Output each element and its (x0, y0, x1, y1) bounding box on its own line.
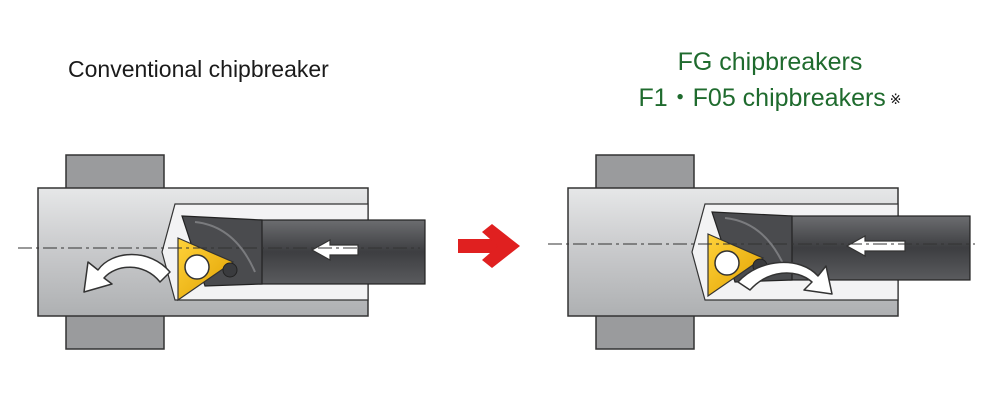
left-bar-highlight (194, 221, 256, 273)
left-bottom-clamp (65, 312, 165, 350)
fg-chipbreakers-label: FG chipbreakers F1・F05 chipbreakers※ (560, 44, 980, 117)
fg-title-line1: FG chipbreakers (677, 48, 863, 76)
left-top-clamp (65, 154, 165, 192)
red-right-arrow-icon (458, 224, 520, 268)
fg-title-line2: F1・F05 chipbreakers※ (560, 80, 980, 117)
conventional-chipbreaker-label: Conventional chipbreaker (68, 56, 329, 82)
left-insert-pin (222, 262, 238, 278)
note-mark: ※ (889, 91, 902, 108)
fg-title-line2-text: F1・F05 chipbreakers (638, 84, 886, 112)
right-illustration (567, 154, 971, 350)
right-feed-arrow-icon (845, 234, 906, 258)
left-illustration (37, 154, 426, 350)
right-bottom-clamp (595, 312, 695, 350)
right-bar-highlight (724, 217, 786, 269)
left-insert-screw (184, 254, 210, 280)
right-top-clamp (595, 154, 695, 192)
left-feed-arrow-icon (310, 238, 359, 262)
left-chip-flow-icon (83, 253, 171, 293)
right-chip-flow-icon (737, 261, 833, 295)
right-insert-screw (714, 250, 740, 276)
